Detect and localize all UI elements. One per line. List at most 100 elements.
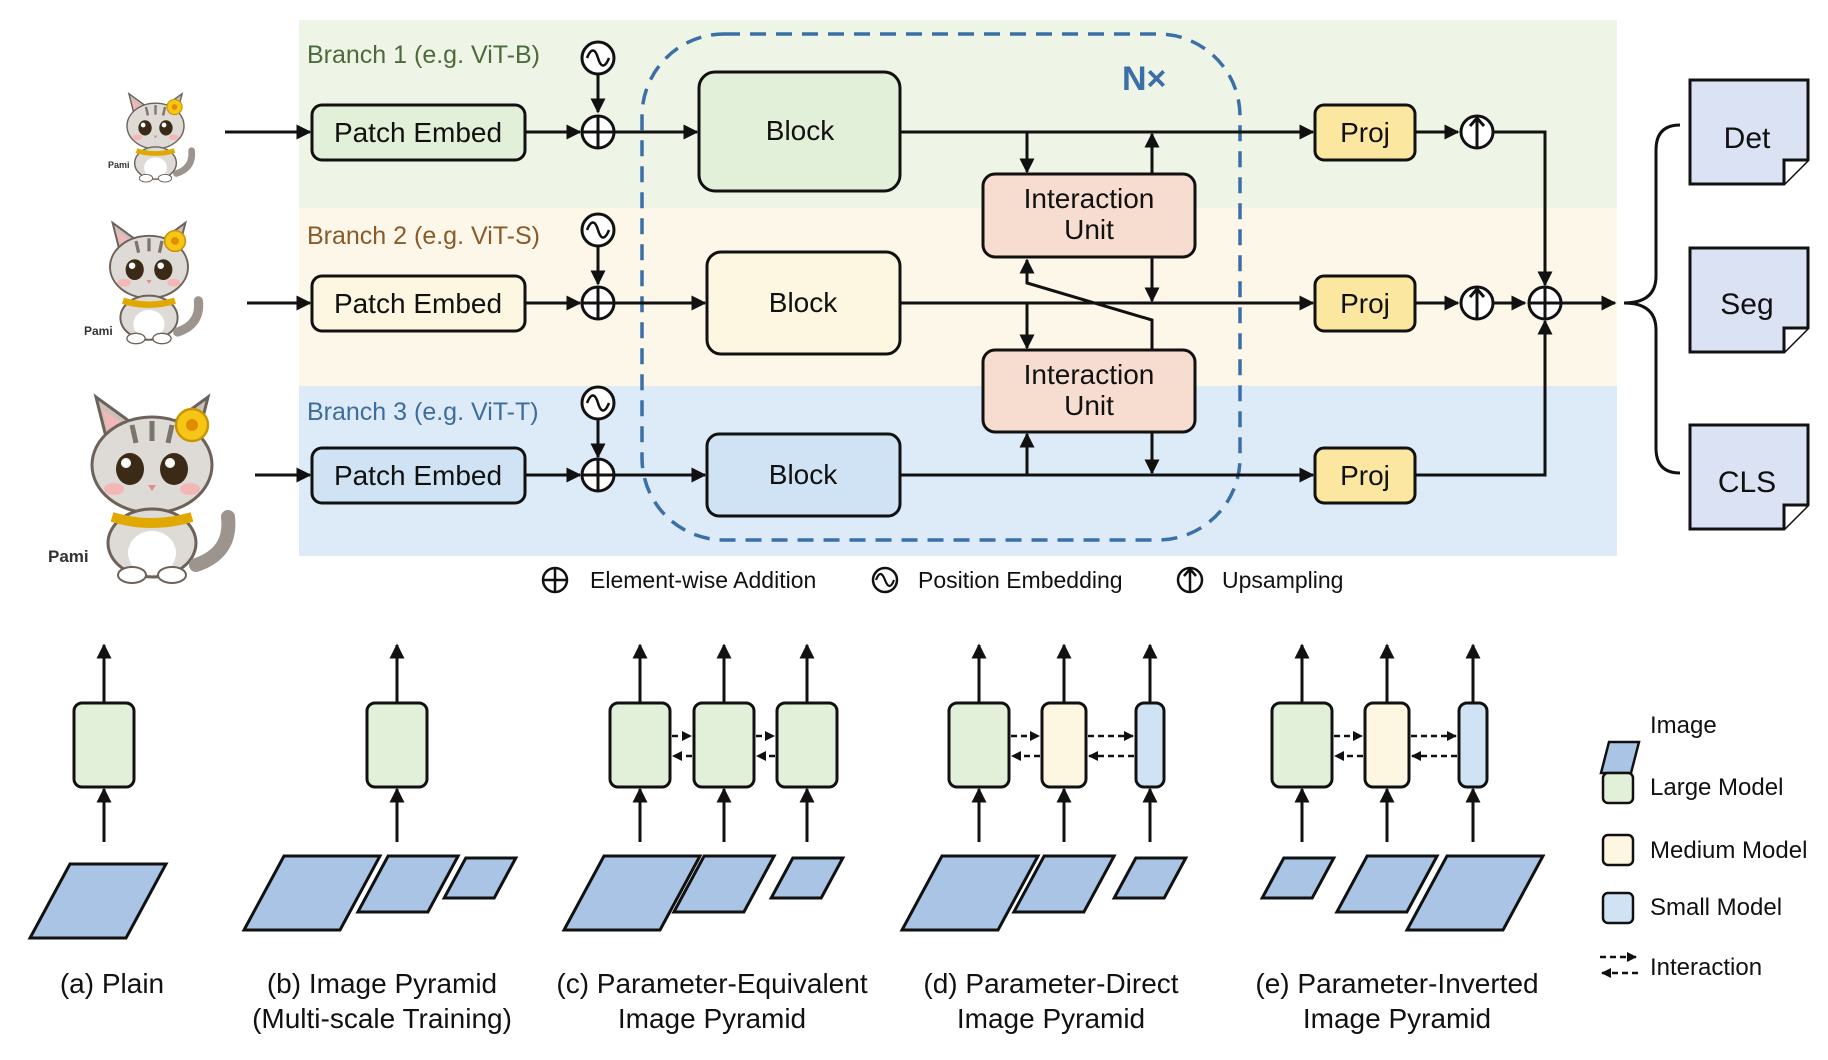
image-icon [241, 854, 383, 932]
svg-text:Large Model: Large Model [1650, 774, 1783, 801]
interaction-icon [1600, 952, 1638, 978]
svg-text:Pami: Pami [84, 324, 113, 338]
element-wise-addition-icon [580, 285, 616, 321]
branch-2-label: Branch 2 (e.g. ViT-S) [307, 222, 540, 250]
proj-3: Proj [1313, 446, 1417, 505]
image-icon [1404, 854, 1546, 932]
caption-d-line2: Image Pyramid [957, 1003, 1145, 1034]
svg-text:Pami: Pami [48, 547, 89, 566]
legend-upsampling: Upsampling [1176, 566, 1343, 594]
svg-text:Small Model: Small Model [1650, 894, 1782, 921]
image-icon [899, 854, 1041, 932]
svg-text:Interaction: Interaction [1650, 954, 1762, 981]
legend-medium-model: Medium Model [1601, 833, 1807, 867]
caption-b-line1: (b) Image Pyramid [267, 968, 497, 999]
image-icon [355, 854, 461, 914]
svg-text:Element-wise Addition: Element-wise Addition [590, 567, 816, 593]
image-icon [1334, 854, 1440, 914]
image-icon [1599, 740, 1641, 775]
svg-text:Pami: Pami [108, 160, 130, 170]
medium-model [1040, 701, 1088, 789]
image-icon [27, 862, 169, 940]
caption-a: (a) Plain [60, 968, 164, 999]
large-model [72, 701, 136, 789]
legend-large-model: Large Model [1601, 771, 1783, 805]
legend-image: Image [1599, 712, 1717, 775]
block-branch-2: Block [705, 250, 902, 356]
large-model-icon [1601, 771, 1635, 805]
upsampling-icon [1459, 285, 1495, 321]
svg-text:Patch Embed: Patch Embed [334, 460, 502, 491]
output-cls: CLS [1688, 423, 1810, 531]
caption-d-line1: (d) Parameter-Direct [923, 968, 1178, 999]
svg-text:Proj: Proj [1340, 460, 1390, 491]
svg-text:Patch Embed: Patch Embed [334, 288, 502, 319]
svg-text:Det: Det [1724, 122, 1771, 155]
input-image-small: Pami [108, 94, 192, 182]
patch-embed-2: Patch Embed [310, 274, 527, 333]
input-image-large: Pami [48, 397, 228, 583]
image-icon [768, 856, 846, 900]
svg-text:Proj: Proj [1340, 288, 1390, 319]
image-icon [561, 854, 703, 932]
output-brace [1623, 123, 1681, 475]
output-seg: Seg [1688, 246, 1810, 354]
position-embedding-icon [580, 40, 616, 76]
caption-b-line2: (Multi-scale Training) [252, 1003, 512, 1034]
svg-text:Proj: Proj [1340, 117, 1390, 148]
branch-3-label: Branch 3 (e.g. ViT-T) [307, 398, 539, 426]
image-icon [671, 854, 777, 914]
caption-c-line2: Image Pyramid [618, 1003, 806, 1034]
legend-element-wise-addition: Element-wise Addition [541, 566, 816, 594]
svg-text:Upsampling: Upsampling [1222, 567, 1343, 593]
svg-text:Block: Block [766, 115, 835, 146]
proj-2: Proj [1313, 274, 1417, 333]
svg-text:Image: Image [1650, 712, 1717, 739]
element-wise-addition-icon [541, 566, 569, 594]
caption-c-line1: (c) Parameter-Equivalent [556, 968, 867, 999]
element-wise-addition-icon [580, 114, 616, 150]
image-icon [1111, 856, 1189, 900]
image-icon [1011, 854, 1117, 914]
caption-e-line2: Image Pyramid [1303, 1003, 1491, 1034]
medium-model [1363, 701, 1411, 789]
large-model [947, 701, 1011, 789]
large-model [608, 701, 672, 789]
svg-text:Position Embedding: Position Embedding [918, 567, 1123, 593]
position-embedding-icon [580, 385, 616, 421]
input-image-medium: Pami [84, 223, 199, 344]
patch-embed-1: Patch Embed [310, 103, 527, 162]
large-model [692, 701, 756, 789]
legend-interaction: Interaction [1600, 952, 1762, 981]
svg-text:Block: Block [769, 459, 838, 490]
patch-embed-3: Patch Embed [310, 446, 527, 505]
upsampling-icon [1176, 566, 1204, 594]
position-embedding-icon [871, 566, 899, 594]
block-branch-3: Block [705, 432, 902, 518]
repeat-container [640, 32, 1242, 542]
large-model [775, 701, 839, 789]
branch-1-label: Branch 1 (e.g. ViT-B) [307, 41, 540, 69]
comparison-panels [27, 643, 1546, 940]
svg-text:Medium Model: Medium Model [1650, 837, 1807, 864]
output-det: Det [1688, 78, 1810, 186]
block-branch-1: Block [697, 70, 902, 193]
svg-text:Patch Embed: Patch Embed [334, 117, 502, 148]
svg-text:Seg: Seg [1720, 288, 1773, 321]
large-model [1270, 701, 1334, 789]
repeat-label: N× [1122, 60, 1166, 98]
svg-text:Block: Block [769, 287, 838, 318]
small-model [1457, 701, 1489, 789]
element-wise-addition-icon [580, 457, 616, 493]
legend-small-model: Small Model [1601, 891, 1782, 925]
upsampling-icon [1459, 114, 1495, 150]
small-model-icon [1601, 891, 1635, 925]
legend-position-embedding: Position Embedding [871, 566, 1123, 594]
medium-model-icon [1601, 833, 1635, 867]
small-model [1134, 701, 1166, 789]
